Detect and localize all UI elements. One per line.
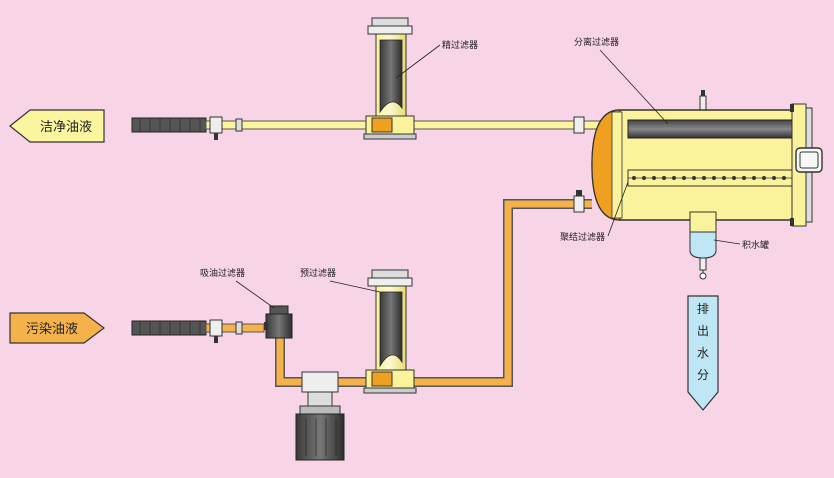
drain-water-arrow: 排 出 水 分 — [687, 295, 719, 411]
water-tank-label: 积水罐 — [742, 239, 769, 251]
separation-filter-label: 分离过滤器 — [574, 36, 619, 48]
dirty-oil-label: 污染油液 — [26, 322, 78, 337]
coalescing-filter-label: 聚结过滤器 — [560, 231, 605, 243]
drain-char-3: 水 — [697, 346, 709, 360]
fine-filter-label: 精过滤器 — [442, 39, 478, 51]
separation-vessel: 积水罐 分离过滤器 聚结过滤器 — [560, 36, 823, 280]
dirty-oil-arrow: 污染油液 — [9, 312, 105, 344]
pre-filter: 预过滤器 — [300, 267, 417, 394]
clean-oil-label: 洁净油液 — [40, 120, 92, 135]
clean-oil-arrow: 洁净油液 — [9, 109, 105, 143]
suction-filter-label: 吸油过滤器 — [200, 267, 245, 279]
suction-filter: 吸油过滤器 — [200, 267, 293, 339]
drain-char-1: 排 — [697, 302, 709, 316]
dirty-inlet-pipe — [131, 190, 592, 387]
drain-char-4: 分 — [697, 368, 709, 382]
drain-char-2: 出 — [697, 324, 709, 338]
pre-filter-label: 预过滤器 — [300, 267, 336, 279]
pump-motor — [295, 371, 345, 461]
fine-filter: 精过滤器 — [363, 17, 478, 140]
